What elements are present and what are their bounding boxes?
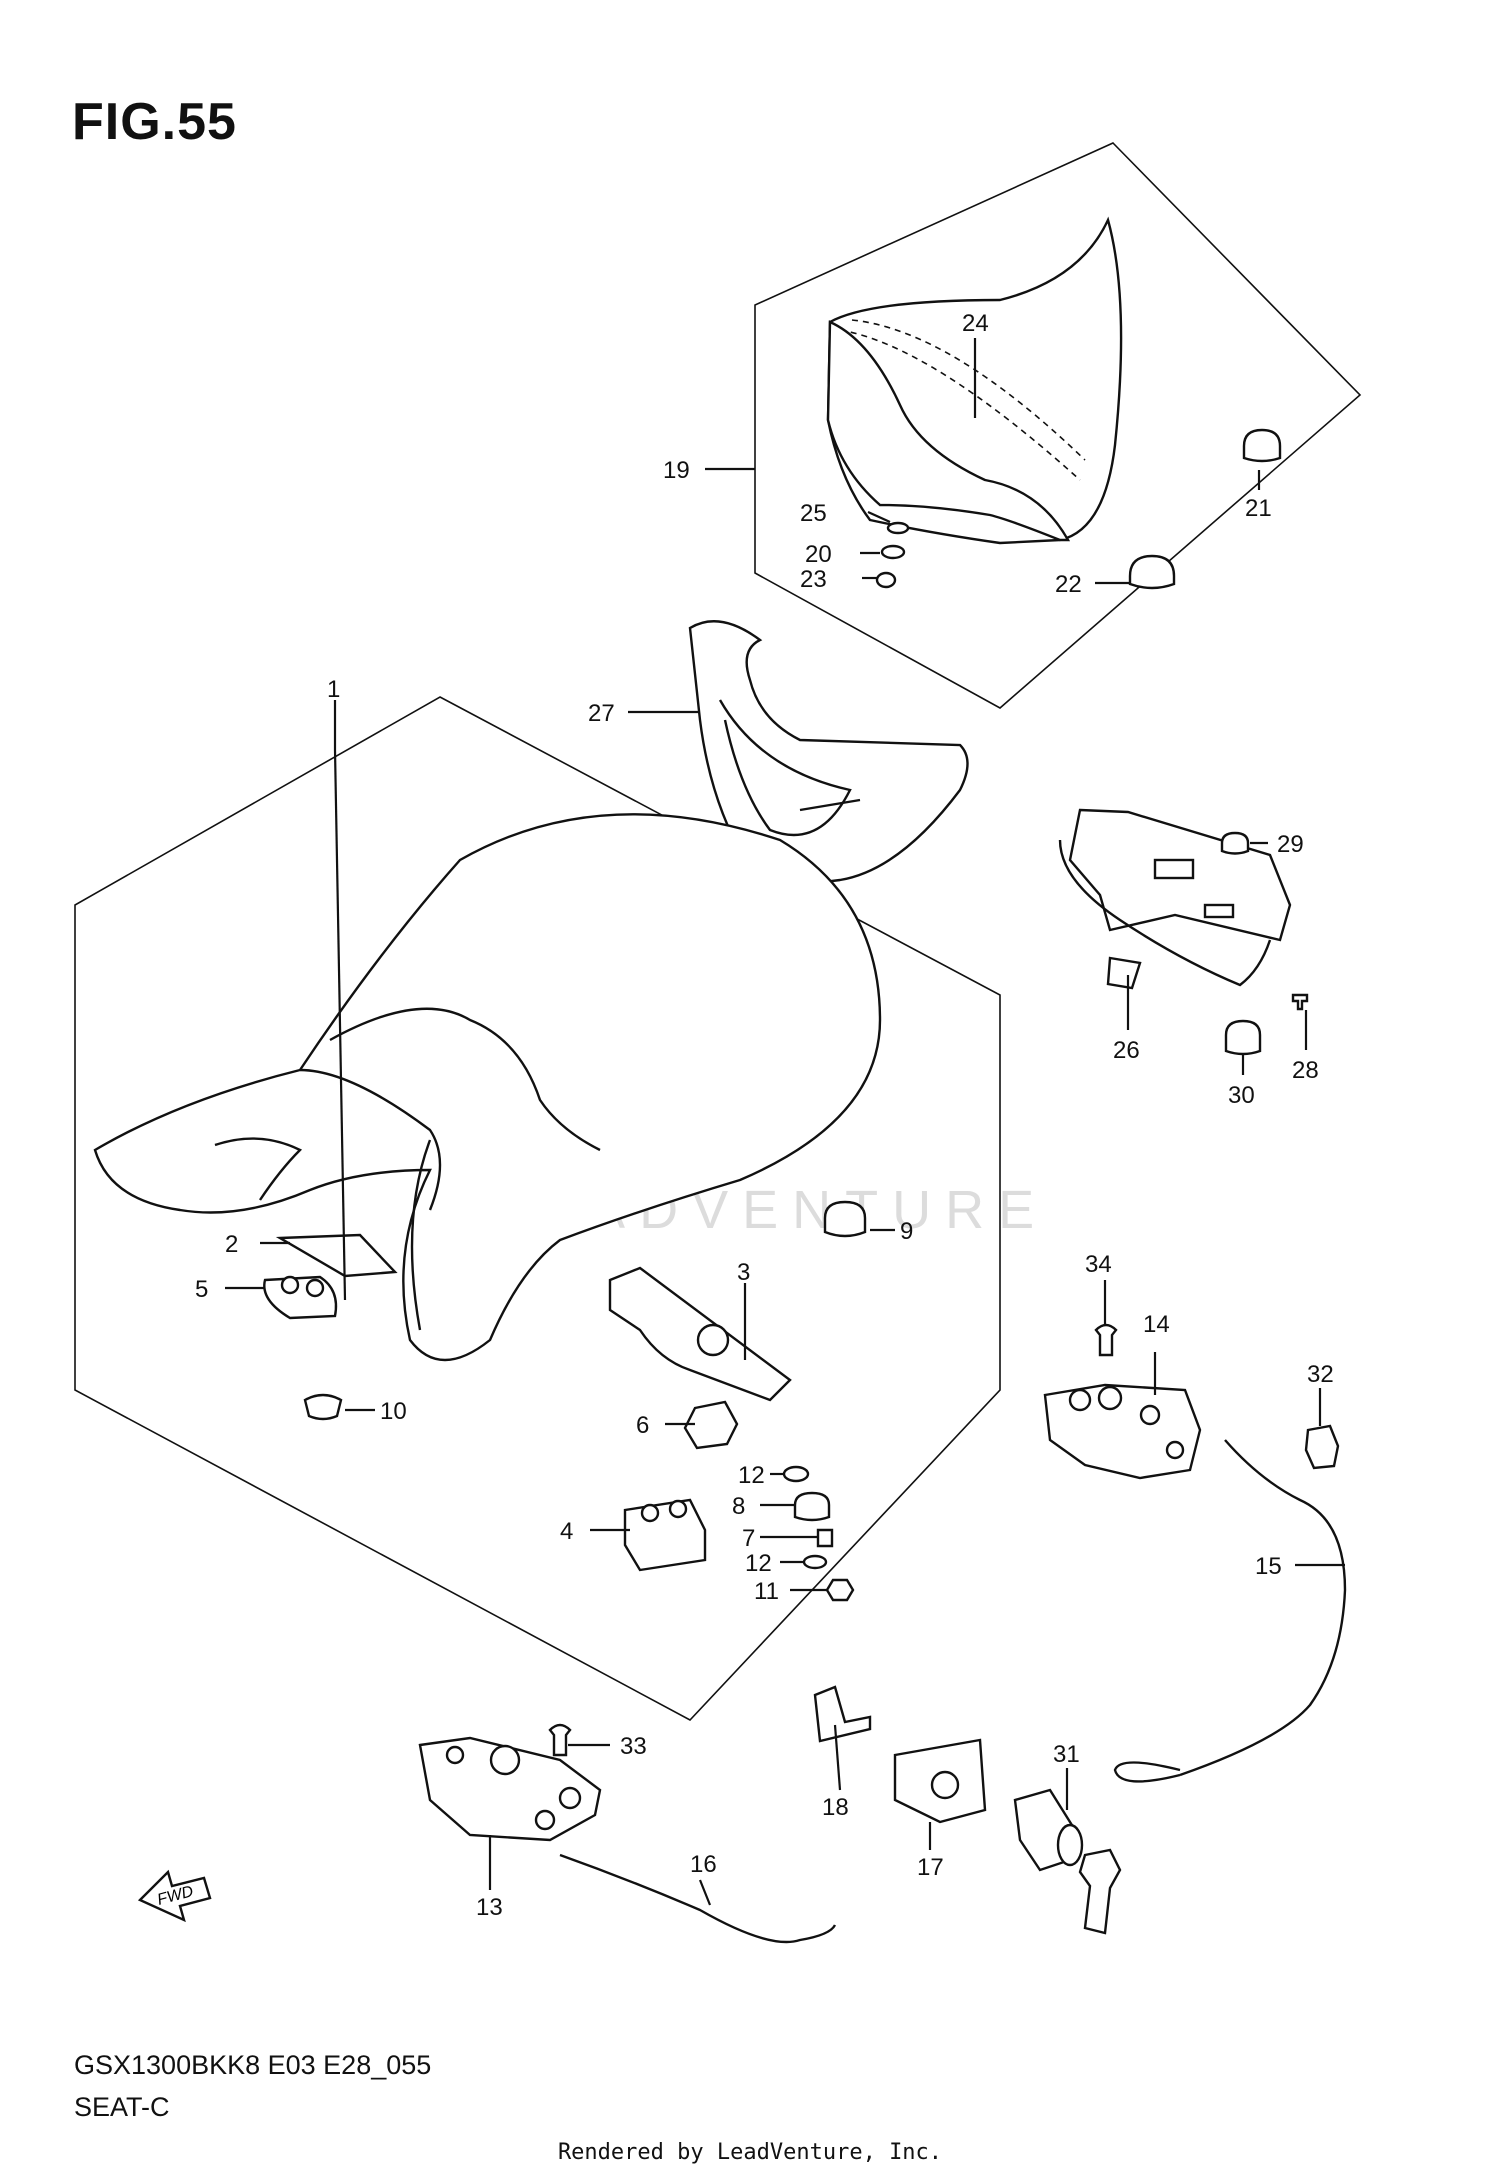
washer-12b (802, 1554, 828, 1570)
callout-25: 25 (800, 500, 827, 527)
bolt-28 (1291, 993, 1309, 1011)
callout-5: 5 (195, 1276, 208, 1303)
callout-13: 13 (476, 1894, 503, 1921)
bumper-5 (263, 1275, 338, 1320)
nut-11 (825, 1578, 855, 1602)
callout-17: 17 (917, 1854, 944, 1881)
callout-16: 16 (690, 1851, 717, 1878)
tab-26 (1106, 956, 1142, 990)
callout-14: 14 (1143, 1311, 1170, 1338)
callout-28: 28 (1292, 1057, 1319, 1084)
seat-lock-cable-15 (1179, 1439, 1347, 1777)
grommet-21 (1242, 428, 1282, 463)
fwd-arrow-icon (137, 1869, 212, 1923)
callout-6: 6 (636, 1412, 649, 1439)
leader-lines (225, 338, 1345, 1906)
callout-7: 7 (742, 1525, 755, 1552)
callout-20: 20 (805, 541, 832, 568)
callout-18: 18 (822, 1794, 849, 1821)
callout-29: 29 (1277, 831, 1304, 858)
washer-20 (880, 544, 906, 560)
rear-seat-group (754, 142, 1362, 709)
callout-10: 10 (380, 1398, 407, 1425)
main-seat-body (93, 813, 882, 1362)
cushion-30 (1224, 1019, 1262, 1056)
callout-1: 1 (327, 676, 340, 703)
bolt-33 (548, 1723, 572, 1757)
cushion-8 (793, 1491, 831, 1522)
callout-11: 11 (754, 1578, 779, 1605)
model-code: GSX1300BKK8 E03 E28_055 (74, 2050, 432, 2080)
bumper-4 (623, 1498, 707, 1572)
main-seat-group (74, 696, 1001, 1721)
key-31 (1078, 1848, 1122, 1935)
washer-25 (886, 521, 910, 535)
callout-27: 27 (588, 700, 615, 727)
callout-8: 8 (732, 1493, 745, 1520)
render-credit: Rendered by LeadVenture, Inc. (557, 2140, 943, 2165)
bracket-2 (275, 1233, 398, 1278)
callout-22: 22 (1055, 571, 1082, 598)
callout-2: 2 (225, 1231, 238, 1258)
callout-9: 9 (900, 1218, 913, 1245)
callout-12b: 12 (745, 1550, 772, 1577)
callout-3: 3 (737, 1259, 750, 1286)
washer-12a (782, 1465, 810, 1483)
cushion-22 (1128, 554, 1176, 590)
section-name: SEAT-C (74, 2092, 170, 2122)
callout-30: 30 (1228, 1082, 1255, 1109)
callout-19: 19 (663, 457, 690, 484)
callout-32: 32 (1307, 1361, 1334, 1388)
nut-23 (875, 571, 897, 589)
cushion-10 (303, 1393, 343, 1421)
callout-23: 23 (800, 566, 827, 593)
cushion-29 (1220, 831, 1250, 855)
seat-latch-cable-16 (559, 1853, 837, 1944)
callout-15: 15 (1255, 1553, 1282, 1580)
callout-labels: 1 2 3 4 5 6 7 8 9 10 11 12 12 13 14 15 1… (195, 310, 1334, 1921)
screw-34 (1094, 1323, 1118, 1357)
figure-title: FIG.55 (72, 93, 237, 151)
seat-lock-14 (1043, 1383, 1202, 1480)
nut-6 (683, 1400, 739, 1450)
clip-32 (1304, 1424, 1340, 1470)
callout-4: 4 (560, 1518, 573, 1545)
seat-latch-13 (418, 1736, 602, 1842)
collar-7 (816, 1528, 834, 1548)
callout-34: 34 (1085, 1251, 1112, 1278)
callout-31: 31 (1053, 1741, 1080, 1768)
callout-33: 33 (620, 1733, 647, 1760)
callout-12a: 12 (738, 1462, 765, 1489)
callout-26: 26 (1113, 1037, 1140, 1064)
holder-18 (813, 1685, 872, 1743)
damper-9 (823, 1200, 867, 1238)
rear-seat-inner-cover (826, 320, 1071, 542)
callout-24: 24 (962, 310, 989, 337)
callout-21: 21 (1245, 495, 1272, 522)
